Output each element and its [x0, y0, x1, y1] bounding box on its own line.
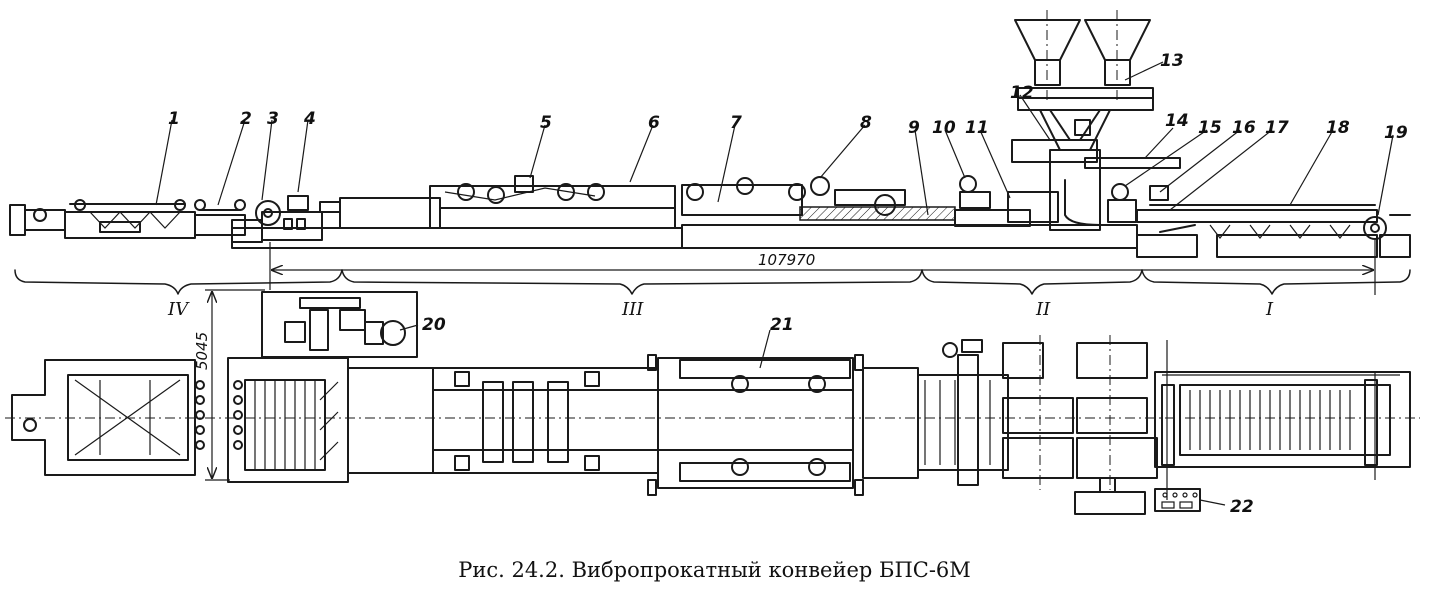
label-17: 17: [1265, 118, 1289, 138]
label-3: 3: [267, 109, 279, 129]
label-2: 2: [240, 109, 252, 129]
hopper-13-left: [1014, 10, 1081, 100]
chain-drive: [244, 379, 339, 471]
label-14: 14: [1165, 111, 1189, 131]
part-labels: 1 2 3 4 5 6 7 8 9 10 11 12 13 14 15 16 1…: [168, 51, 1408, 517]
dimension-width: 5045: [193, 332, 211, 370]
label-8: 8: [860, 113, 872, 133]
label-10: 10: [932, 118, 956, 138]
zone-ii: II: [1035, 299, 1051, 320]
label-13: 13: [1160, 51, 1184, 71]
label-6: 6: [648, 113, 660, 133]
label-5: 5: [540, 113, 552, 133]
label-18: 18: [1326, 118, 1350, 138]
label-7: 7: [730, 113, 742, 133]
plan-view: [5, 289, 1420, 515]
zone-iii: III: [621, 299, 644, 320]
section-braces: [14, 269, 1411, 295]
label-12: 12: [1010, 83, 1034, 103]
length-dimension-line: [269, 240, 1376, 295]
hopper-13-right: [1084, 10, 1151, 100]
figure-caption: Рис. 24.2. Вибропрокатный конвейер БПС-6…: [458, 558, 971, 582]
zone-iv: IV: [167, 299, 190, 320]
side-elevation: [9, 10, 1411, 258]
label-1: 1: [168, 109, 180, 129]
vibration-rollers-5: [457, 175, 605, 204]
label-21: 21: [770, 315, 794, 335]
label-11: 11: [965, 118, 989, 138]
leader-lines: [155, 61, 1394, 216]
zone-labels: IV III II I: [167, 299, 1274, 320]
label-9: 9: [908, 118, 920, 138]
zone-i: I: [1265, 299, 1274, 320]
label-20: 20: [422, 315, 446, 335]
label-15: 15: [1198, 118, 1222, 138]
label-16: 16: [1232, 118, 1256, 138]
label-4: 4: [303, 109, 316, 129]
label-22: 22: [1230, 497, 1254, 517]
plan-leader-lines: [399, 324, 771, 369]
label-19: 19: [1384, 123, 1408, 143]
dimension-length: 107970: [758, 251, 815, 269]
